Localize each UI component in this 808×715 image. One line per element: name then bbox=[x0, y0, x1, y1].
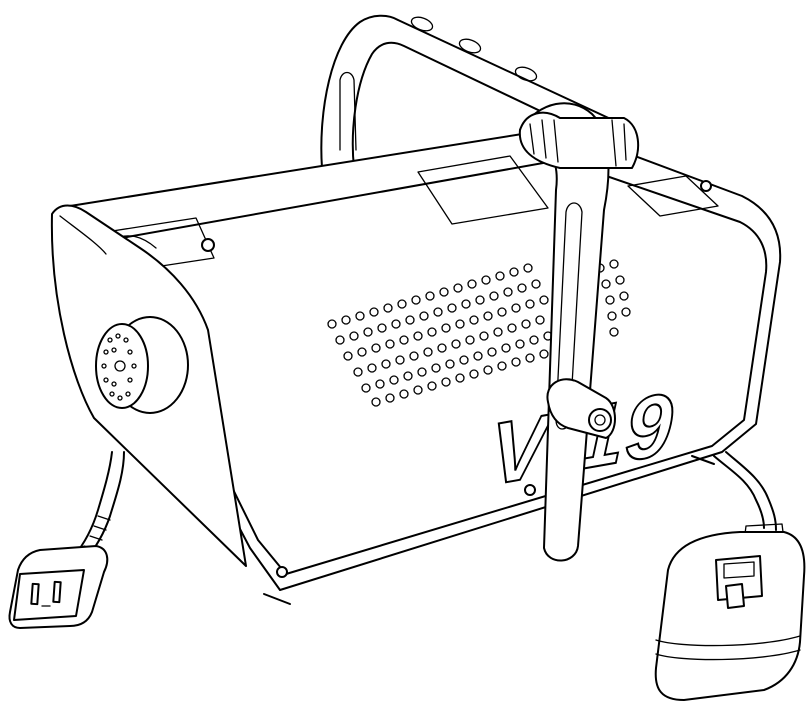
bracket-knob-side bbox=[546, 378, 616, 439]
bracket-knob-top bbox=[518, 111, 640, 169]
nozzle bbox=[95, 316, 189, 414]
iec-power-plug bbox=[8, 545, 109, 629]
remote-cord bbox=[713, 451, 785, 543]
vent-holes bbox=[327, 259, 631, 407]
wired-remote bbox=[654, 531, 806, 701]
power-cord bbox=[73, 451, 125, 563]
housing-body bbox=[69, 127, 782, 605]
